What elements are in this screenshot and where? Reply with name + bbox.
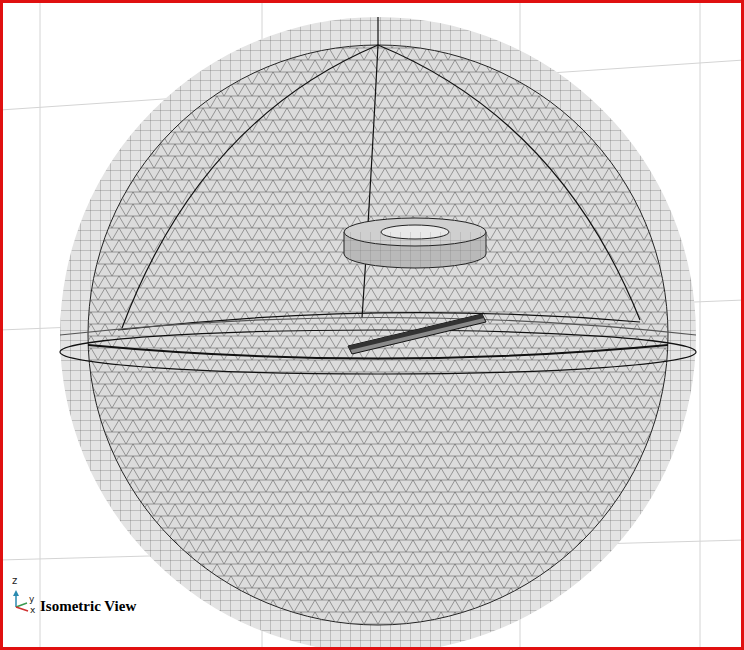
cut-lines bbox=[60, 17, 696, 374]
axis-label: z bbox=[12, 576, 17, 586]
axis-triad bbox=[13, 590, 28, 611]
outer-sphere bbox=[60, 17, 696, 650]
axis-label: x bbox=[30, 606, 35, 615]
bar-sample bbox=[348, 314, 486, 354]
view-label: Isometric View bbox=[40, 599, 136, 614]
ring-magnet bbox=[344, 218, 486, 268]
axis-label: y bbox=[29, 595, 34, 604]
